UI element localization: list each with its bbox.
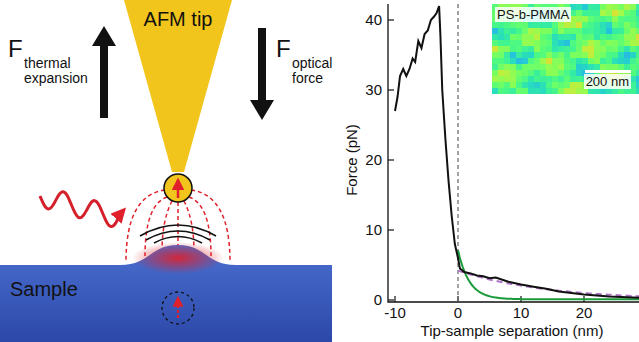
force-symbol: F — [276, 36, 291, 61]
force-symbol: F — [8, 36, 23, 61]
dipole-arrow — [177, 180, 180, 198]
y-tick — [388, 229, 394, 230]
y-tick-label: 30 — [365, 82, 382, 98]
axes — [388, 4, 639, 302]
y-tick — [388, 299, 394, 300]
image-dipole — [162, 292, 194, 324]
x-tick-label: 20 — [576, 305, 593, 321]
optical-force-arrow — [250, 28, 274, 120]
field-arcs — [140, 225, 216, 243]
afm-tip: AFM tip — [124, 0, 232, 172]
model-curve-green — [458, 250, 639, 299]
sample-label-0: Sample — [10, 278, 78, 301]
inset-label-0: PS-b-PMMA — [495, 7, 571, 22]
y-tick-label: 20 — [365, 152, 382, 168]
x-tick-label: 10 — [513, 305, 530, 321]
heated-spot — [132, 242, 224, 274]
y-tick — [388, 159, 394, 160]
measured-curve — [395, 6, 639, 298]
force-chart — [388, 4, 639, 302]
thermal-force-arrow — [92, 26, 116, 118]
tip-label-0: AFM tip — [124, 8, 232, 31]
scale-bar — [585, 70, 631, 73]
y-tick — [388, 89, 394, 90]
y-tick — [388, 19, 394, 20]
sample-block: Sample — [0, 240, 332, 342]
afm-image-inset: PS-b-PMMA 200 nm — [492, 4, 639, 92]
force-subscript: thermal expansion — [24, 56, 92, 85]
x-tick-label: -10 — [384, 305, 406, 321]
x-tick-label: 0 — [454, 305, 462, 321]
tip-dipole-sphere — [164, 174, 192, 202]
y-tick-label: 10 — [365, 222, 382, 238]
y-tick-label: 40 — [365, 12, 382, 28]
tip-body — [124, 0, 232, 172]
image-dipole-arrow — [177, 298, 179, 318]
model-curve-purple — [458, 271, 639, 297]
force-subscript: optical force — [292, 56, 336, 85]
x-axis-title: Tip-sample separation (nm) — [421, 323, 604, 339]
x-tick — [394, 296, 395, 302]
light-wave — [40, 192, 124, 227]
inset-label-1: 200 nm — [584, 74, 631, 89]
y-axis-title: Force (pN) — [344, 124, 360, 196]
y-tick-label: 0 — [374, 292, 382, 308]
